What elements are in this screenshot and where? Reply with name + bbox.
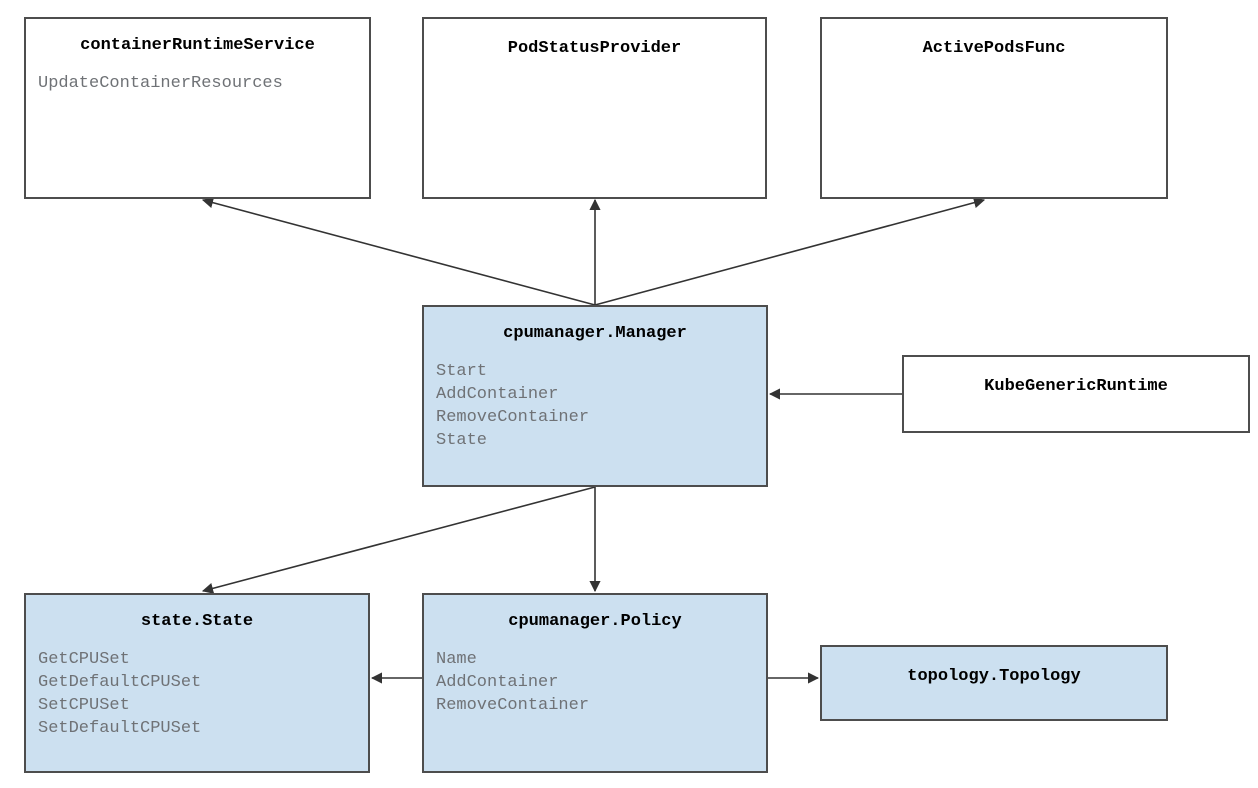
class-node-member: SetDefaultCPUSet [38, 719, 202, 738]
class-node-member: AddContainer [436, 385, 559, 404]
class-node-title: topology.Topology [907, 667, 1081, 686]
class-node-title: KubeGenericRuntime [984, 377, 1168, 396]
class-node-title: PodStatusProvider [507, 39, 682, 58]
class-node-title: ActivePodsFunc [922, 39, 1066, 58]
class-node-member-list: UpdateContainerResources [26, 56, 369, 95]
class-node-title: state.State [140, 612, 254, 631]
class-node-member: State [436, 431, 488, 450]
class-node-topology-topology[interactable]: topology.Topology [820, 645, 1168, 721]
class-node-member: GetDefaultCPUSet [38, 673, 202, 692]
class-node-pod-status-provider[interactable]: PodStatusProvider [422, 17, 767, 199]
class-node-title: cpumanager.Policy [508, 612, 682, 631]
class-node-title: containerRuntimeService [80, 36, 315, 55]
class-node-member: GetCPUSet [38, 650, 130, 669]
arrow-manager-to-state-state [201, 486, 596, 594]
class-node-member: RemoveContainer [436, 696, 590, 715]
class-node-active-pods-func[interactable]: ActivePodsFunc [820, 17, 1168, 199]
class-node-title: cpumanager.Manager [503, 324, 687, 343]
arrow-manager-to-container-runtime-service [201, 197, 596, 306]
class-node-member: Start [436, 362, 488, 381]
class-node-member: UpdateContainerResources [38, 74, 283, 93]
class-node-member: AddContainer [436, 673, 559, 692]
arrow-manager-to-active-pods-func [594, 197, 986, 306]
class-node-member: RemoveContainer [436, 408, 590, 427]
class-node-member: SetCPUSet [38, 696, 130, 715]
class-node-member: Name [436, 650, 477, 669]
class-node-kube-generic-runtime[interactable]: KubeGenericRuntime [902, 355, 1250, 433]
